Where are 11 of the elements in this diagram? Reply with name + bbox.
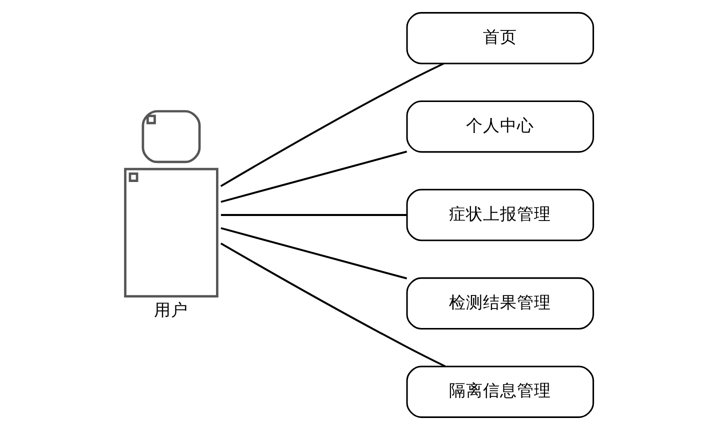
node-box: 个人中心 [406,100,594,153]
node-label: 用户 [154,300,188,320]
connector [220,62,444,187]
connector [220,214,407,216]
node-box: 首页 [406,12,594,64]
node-box: 症状上报管理 [406,188,594,242]
connector [220,227,408,280]
node-box: 隔离信息管理 [406,366,594,418]
node-box: 检测结果管理 [406,277,594,330]
connector [220,150,408,203]
connector [220,242,446,368]
